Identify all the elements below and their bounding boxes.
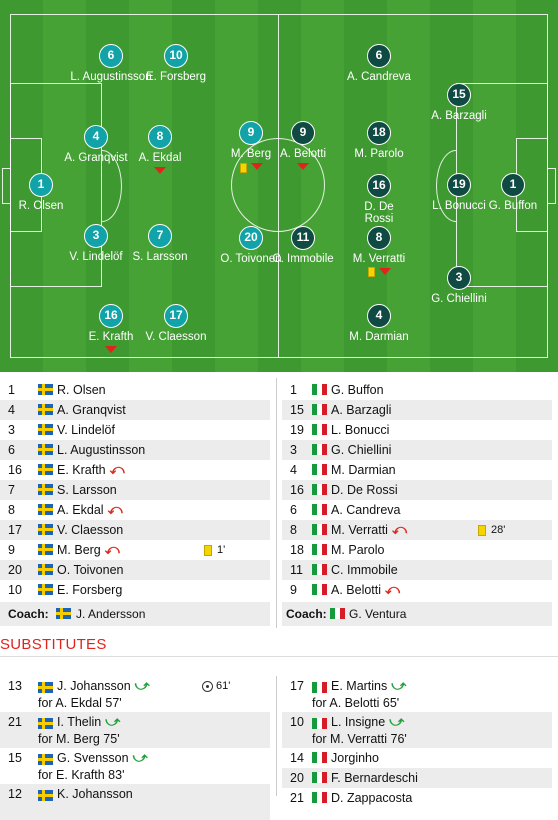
sub-off-icon: ⤺ <box>391 521 407 537</box>
goal-ball-icon <box>202 680 213 692</box>
sub-on-icon: ⤻ <box>132 749 148 765</box>
sweden-flag-icon <box>38 790 53 801</box>
sweden-flag-icon <box>38 504 53 515</box>
yellow-card-icon <box>204 544 212 556</box>
sub-on-icon: ⤻ <box>105 713 121 729</box>
italy-flag-icon <box>312 584 327 595</box>
sub-on-icon: ⤻ <box>391 677 407 693</box>
sweden-flag-icon <box>38 682 53 693</box>
sub-off-icon: ⤺ <box>109 461 125 477</box>
sub-off-icon <box>379 268 391 275</box>
sweden-flag-icon <box>38 754 53 765</box>
left-goal <box>2 168 11 204</box>
italy-flag-icon <box>312 564 327 575</box>
column-divider <box>276 676 277 796</box>
sweden-flag-icon <box>38 564 53 575</box>
italy-flag-icon <box>312 792 327 803</box>
sweden-flag-icon <box>38 718 53 729</box>
italy-flag-icon <box>312 504 327 515</box>
sub-off-icon <box>251 163 263 170</box>
sweden-flag-icon <box>38 484 53 495</box>
sweden-flag-icon <box>38 384 53 395</box>
sweden-flag-icon <box>38 424 53 435</box>
italy-flag-icon <box>312 444 327 455</box>
italy-flag-icon <box>312 424 327 435</box>
sub-on-icon: ⤻ <box>389 713 405 729</box>
right-goal <box>547 168 556 204</box>
sub-off-icon: ⤺ <box>104 541 120 557</box>
sweden-flag-icon <box>38 404 53 415</box>
column-divider <box>276 378 277 628</box>
italy-flag-icon <box>312 752 327 763</box>
center-circle <box>231 138 325 232</box>
substitutes-heading: SUBSTITUTES <box>0 636 107 653</box>
sweden-flag-icon <box>38 544 53 555</box>
italy-flag-icon <box>312 464 327 475</box>
coach-row: Coach:J. Andersson <box>0 602 270 626</box>
sweden-flag-icon <box>38 464 53 475</box>
yellow-card-icon <box>478 524 486 536</box>
sub-on-icon: ⤻ <box>134 677 150 693</box>
sub-off-icon <box>154 167 166 174</box>
sub-off-icon: ⤺ <box>385 581 400 597</box>
yellow-card-icon <box>240 163 247 173</box>
sweden-flag-icon <box>38 524 53 535</box>
italy-flag-icon <box>312 772 327 783</box>
sweden-flag-icon <box>38 444 53 455</box>
yellow-card-icon <box>368 267 375 277</box>
italy-flag-icon <box>312 384 327 395</box>
sub-off-icon <box>105 346 117 353</box>
italy-flag-icon <box>312 404 327 415</box>
italy-flag-icon <box>312 544 327 555</box>
italy-flag-icon <box>312 718 327 729</box>
italy-flag-icon <box>330 608 345 619</box>
italy-flag-icon <box>312 682 327 693</box>
sweden-flag-icon <box>38 584 53 595</box>
sub-off-icon <box>297 163 309 170</box>
divider <box>0 656 558 657</box>
sweden-flag-icon <box>56 608 71 619</box>
italy-flag-icon <box>312 484 327 495</box>
coach-row: Coach:G. Ventura <box>282 602 552 626</box>
sub-off-icon: ⤺ <box>107 501 123 517</box>
italy-flag-icon <box>312 524 327 535</box>
